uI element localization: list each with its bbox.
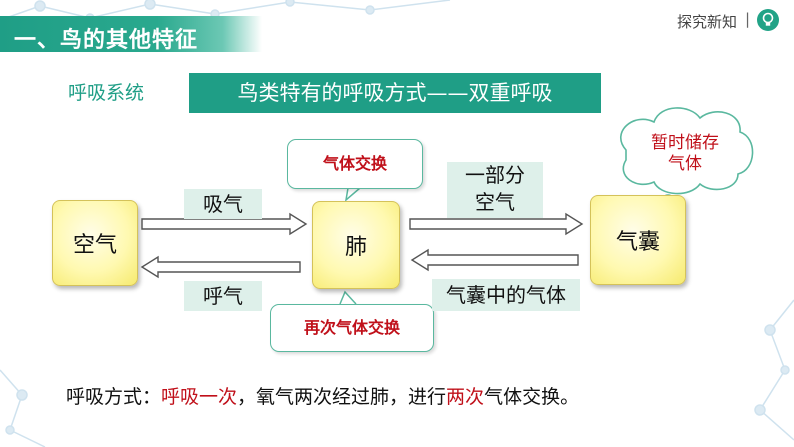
node-air-sac: 气囊 xyxy=(590,195,686,285)
lightbulb-icon xyxy=(757,9,779,31)
summary-prefix: 呼吸方式： xyxy=(66,386,162,408)
label-part-air: 一部分 空气 xyxy=(447,162,543,218)
title-bar: 一、鸟的其他特征 xyxy=(0,16,262,53)
label-inhale: 吸气 xyxy=(184,189,262,219)
label-exhale: 呼气 xyxy=(184,281,262,311)
summary-highlight-once: 呼吸一次 xyxy=(161,386,238,408)
section-nav-label: 探究新知 xyxy=(677,13,738,31)
summary-highlight-twice: 两次 xyxy=(446,386,485,408)
section-label: 呼吸系统 xyxy=(68,82,145,104)
summary-sentence: 呼吸方式：呼吸一次，氧气两次经过肺，进行两次气体交换。 xyxy=(66,382,579,409)
topic-banner: 鸟类特有的呼吸方式——双重呼吸 xyxy=(189,73,601,113)
label-gas-in-sac: 气囊中的气体 xyxy=(432,279,580,311)
summary-suffix: 气体交换。 xyxy=(484,386,580,408)
page-title: 一、鸟的其他特征 xyxy=(14,28,199,53)
summary-middle: ，氧气两次经过肺，进行 xyxy=(237,386,447,408)
cloud-text: 暂时储存 气体 xyxy=(637,133,733,175)
arrow-inhale xyxy=(141,212,308,236)
arrow-from-airsac xyxy=(410,248,579,272)
label-part-air-line1: 一部分 xyxy=(465,163,525,187)
arrow-exhale xyxy=(140,255,301,279)
nav-separator: | xyxy=(745,10,751,28)
cloud-text-line2: 气体 xyxy=(668,154,702,174)
arrow-to-airsac xyxy=(409,212,584,236)
callout-second-exchange: 再次气体交换 xyxy=(270,304,434,352)
callout-gas-exchange: 气体交换 xyxy=(287,139,423,189)
node-lung: 肺 xyxy=(312,201,400,289)
label-part-air-line2: 空气 xyxy=(475,190,515,214)
node-air: 空气 xyxy=(52,200,138,286)
cloud-text-line1: 暂时储存 xyxy=(651,133,719,153)
